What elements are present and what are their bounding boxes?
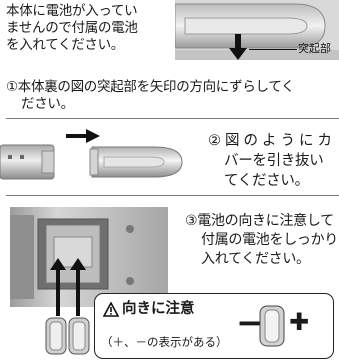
caution-title: 向きに注意	[122, 301, 195, 317]
insert-arrow-left-icon	[50, 258, 66, 320]
step1-line-1: ①本体裏の図の突起部を矢印の方向にずらしてく	[6, 79, 295, 95]
top-note-line-2: ませんので付属の電池	[6, 20, 138, 36]
device-body-photo	[0, 143, 57, 181]
step2-instruction: ② 図 の よ う に カ バーを引き抜い てください。	[208, 131, 332, 191]
top-note: 本体に電池が入ってい ませんので付属の電池 を入れてください。	[6, 3, 138, 54]
battery-compartment-photo	[10, 207, 168, 307]
coin-battery-right-icon	[68, 316, 90, 360]
callout-line	[249, 49, 297, 50]
divider-1	[6, 118, 339, 119]
battery-cover-photo	[88, 141, 184, 187]
orientation-caution-box: 向きに注意 （＋、－の表示がある） − ✚	[94, 293, 334, 359]
step2-line-3: てください。	[224, 173, 309, 189]
divider-2	[6, 195, 339, 196]
top-note-line-1: 本体に電池が入ってい	[6, 3, 138, 19]
slide-down-arrow-icon	[227, 34, 249, 66]
insert-arrow-right-icon	[70, 258, 86, 320]
step3-line-3: 入れてください。	[201, 251, 310, 267]
step3-line-2: 付属の電池をしっかり	[201, 232, 338, 248]
step1-line-2: ださい。	[21, 96, 74, 112]
coin-battery-left-icon	[45, 316, 67, 360]
plus-sign: ✚	[289, 308, 310, 336]
step3-instruction: ③電池の向きに注意して 付属の電池をしっかり 入れてください。	[185, 212, 338, 269]
top-note-line-3: を入れてください。	[6, 37, 124, 53]
step2-line-2: バーを引き抜い	[224, 153, 324, 169]
step3-line-1: ③電池の向きに注意して	[185, 213, 334, 229]
protrusion-label: 突起部	[298, 42, 331, 55]
caution-note: （＋、－の表示がある）	[101, 335, 228, 349]
warning-triangle-icon	[102, 301, 120, 321]
pull-direction-arrow-icon	[66, 128, 100, 147]
step2-line-1: ② 図 の よ う に カ	[208, 133, 332, 149]
step1-instruction: ①本体裏の図の突起部を矢印の方向にずらしてく ださい。	[6, 79, 295, 113]
device-back-photo	[175, 0, 339, 60]
coin-battery-orientation-icon	[259, 304, 285, 352]
